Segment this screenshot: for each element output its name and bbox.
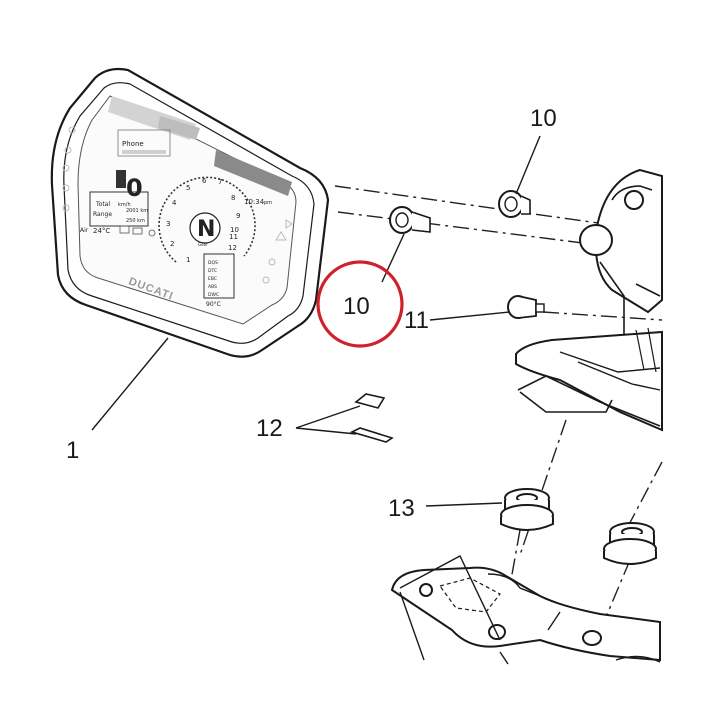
grommet-part-13-right [603,522,657,565]
air-label: Air [80,227,89,234]
tach-num-9: 9 [236,212,240,220]
screw-part-10-lower [389,206,431,234]
speed-value: 0 [126,174,143,202]
callout-10-highlighted: 10 [343,293,370,320]
tach-num-2: 2 [170,240,174,248]
range-value: 250 km [126,218,145,224]
lower-bracket-guides [399,555,561,641]
clock-suffix: pm [264,200,272,206]
total-label: Total [95,201,110,208]
tach-num-1: 1 [186,256,190,264]
tach-num-11: 11 [229,233,238,241]
gear-indicator: N [197,217,215,242]
callout-12: 12 [256,415,283,442]
mode-row-5: DWC [208,292,219,298]
speed-unit: km/h [118,202,131,208]
highlight-circle [316,260,404,348]
air-temp: 24°C [93,227,110,235]
mode-row-1: DQS [208,260,218,266]
callout-10-top: 10 [530,105,557,132]
tach-num-6: 6 [202,177,207,185]
gear-circle [189,212,221,244]
lower-mounting-bracket [390,566,661,665]
phone-label: Phone [122,140,144,148]
right-warning-icons [262,219,293,284]
pads-part-12 [349,393,394,443]
callout-13: 13 [388,495,415,522]
pin-part-11 [507,295,545,319]
tach-num-5: 5 [186,184,190,192]
mode-panel [203,253,235,299]
mode-row-4: ABS [208,284,217,290]
dashboard-display: Phone 0 km/h Total Range 2001 km 250 km … [50,67,330,358]
phone-panel [117,129,171,157]
mode-row-3: EBC [208,276,217,282]
phone-bar [122,150,166,154]
pad-upper [354,393,386,409]
total-value: 2001 km [126,208,148,214]
tach-num-8: 8 [231,194,235,202]
screw-part-10-top [498,190,531,218]
mounting-bracket [515,168,663,432]
status-icon-a [119,225,130,234]
left-warning-icons [62,126,76,212]
tach-num-3: 3 [166,220,170,228]
grommet-part-13-left [500,488,554,531]
callout-1: 1 [66,437,79,464]
tach-arc [158,176,256,263]
mode-row-2: DTC [208,268,217,274]
status-icon-c [148,229,156,237]
tach-num-4: 4 [172,199,177,207]
leader-lines [91,135,541,507]
callout-11: 11 [404,307,429,334]
status-icon-b [132,227,143,235]
tachometer: N Gear 1 2 3 4 5 6 7 8 9 10 11 12 [158,176,256,264]
tach-num-10: 10 [230,226,239,234]
screen-top-band-mid [158,116,200,140]
screen-top-band-right [214,150,292,196]
tach-num-7: 7 [218,178,222,186]
gear-sub-label: Gear [198,242,208,247]
clock-time: 10:34 [244,198,265,206]
tach-num-12: 12 [228,244,237,252]
pad-lower [349,427,394,443]
speed-badge [116,170,126,188]
range-label: Range [93,211,112,218]
odometer-panel [89,191,149,227]
engine-temp: 90°C [206,301,221,308]
